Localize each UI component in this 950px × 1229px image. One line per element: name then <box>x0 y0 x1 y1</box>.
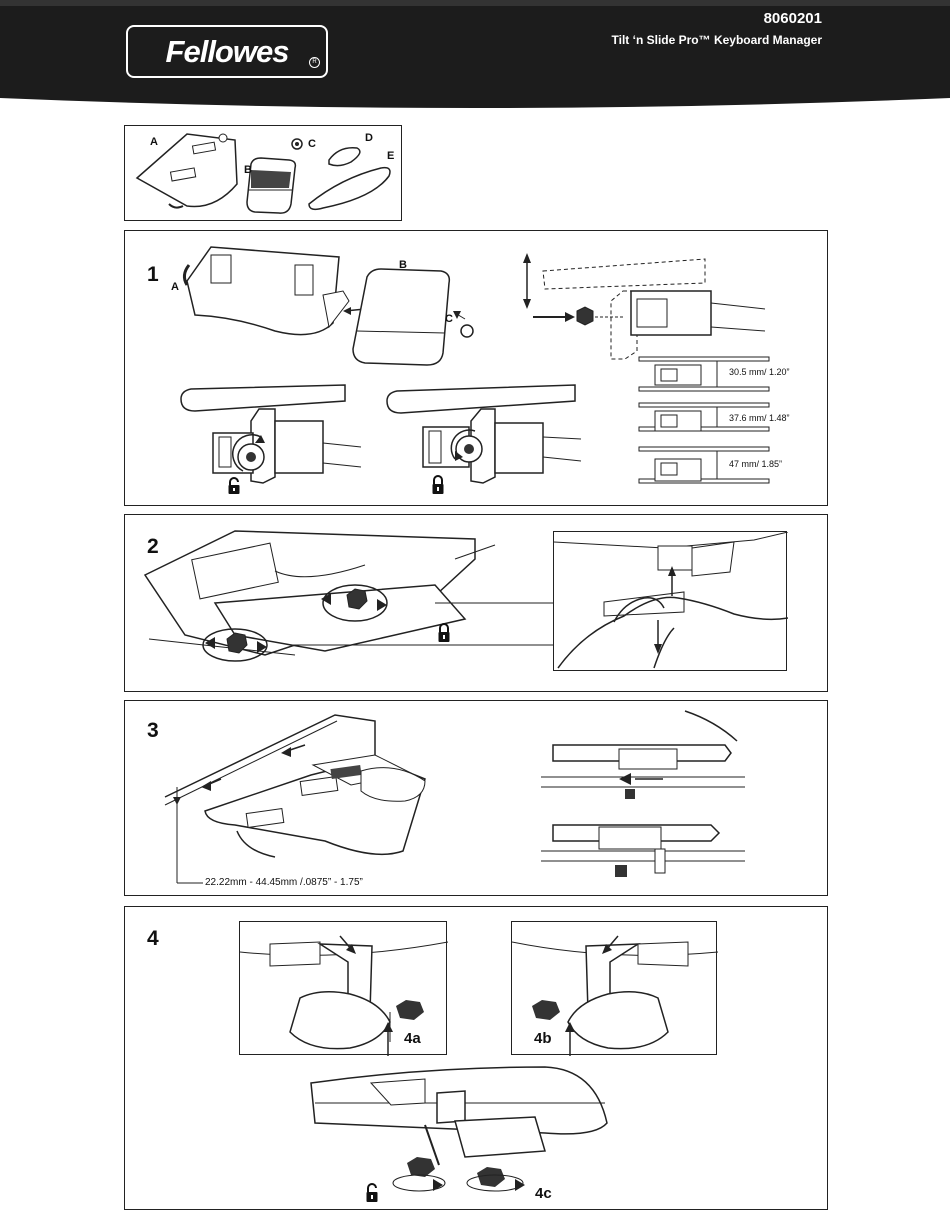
height-option-1: 30.5 mm/ 1.20” <box>729 367 790 377</box>
step-3-illustration <box>164 710 745 884</box>
step-4c-label: 4c <box>535 1185 552 1202</box>
step-2-detail-illustration <box>554 532 788 669</box>
product-name: Tilt ‘n Slide Pro™ Keyboard Manager <box>611 33 823 47</box>
desk-thickness-range: 22.22mm - 44.45mm /.0875” - 1.75” <box>205 877 363 888</box>
step-4b-illustration <box>512 935 718 1056</box>
model-number: 8060201 <box>763 10 822 27</box>
step-1-illustration <box>180 246 770 484</box>
step-3-panel: 3 22.22mm - 44.45mm /.0875” - 1.75” <box>124 700 828 896</box>
height-option-2: 37.6 mm/ 1.48” <box>729 413 790 423</box>
step-4-panel: 4 4a 4b <box>124 906 828 1210</box>
lock-open-icon <box>228 477 240 494</box>
step-2-illustration <box>143 530 555 662</box>
part-label-a: A <box>150 136 158 148</box>
height-option-3: 47 mm/ 1.85” <box>729 459 783 469</box>
step-2-panel: 2 <box>124 514 828 692</box>
lock-open-icon <box>366 1183 378 1202</box>
brand-name: Fellowes <box>165 33 290 69</box>
step-4-number: 4 <box>147 927 159 950</box>
part-label-e: E <box>387 150 395 162</box>
step-1-part-b: B <box>399 259 407 271</box>
header-banner: Fellowes R 8060201 Tilt ‘n Slide Pro™ Ke… <box>0 0 950 112</box>
header-background <box>0 0 950 108</box>
step-1-part-a: A <box>171 281 179 293</box>
part-label-b: B <box>244 164 252 176</box>
brand-logo: Fellowes R <box>126 25 328 78</box>
lock-closed-icon <box>432 475 444 494</box>
part-label-c: C <box>308 138 316 150</box>
parts-panel: A B C D E <box>124 125 402 221</box>
registered-mark: R <box>309 57 320 68</box>
step-3-number: 3 <box>147 719 159 742</box>
step-4b-inset: 4b <box>511 921 718 1056</box>
step-4a-label: 4a <box>404 1030 421 1047</box>
step-2-number: 2 <box>147 535 159 558</box>
step-1-part-c: C <box>445 313 453 325</box>
part-label-d: D <box>365 132 373 144</box>
step-4c-illustration <box>310 1066 608 1192</box>
parts-illustration <box>135 133 391 214</box>
step-4a-inset: 4a <box>239 921 448 1056</box>
step-1-panel: 1 A B C 30.5 mm/ 1.20” 37.6 mm/ 1.48” 47… <box>124 230 828 506</box>
step-4b-label: 4b <box>534 1030 552 1047</box>
step-4a-illustration <box>240 935 448 1056</box>
step-1-number: 1 <box>147 263 159 286</box>
lock-closed-icon <box>438 623 450 642</box>
step-2-detail-inset <box>553 531 788 671</box>
